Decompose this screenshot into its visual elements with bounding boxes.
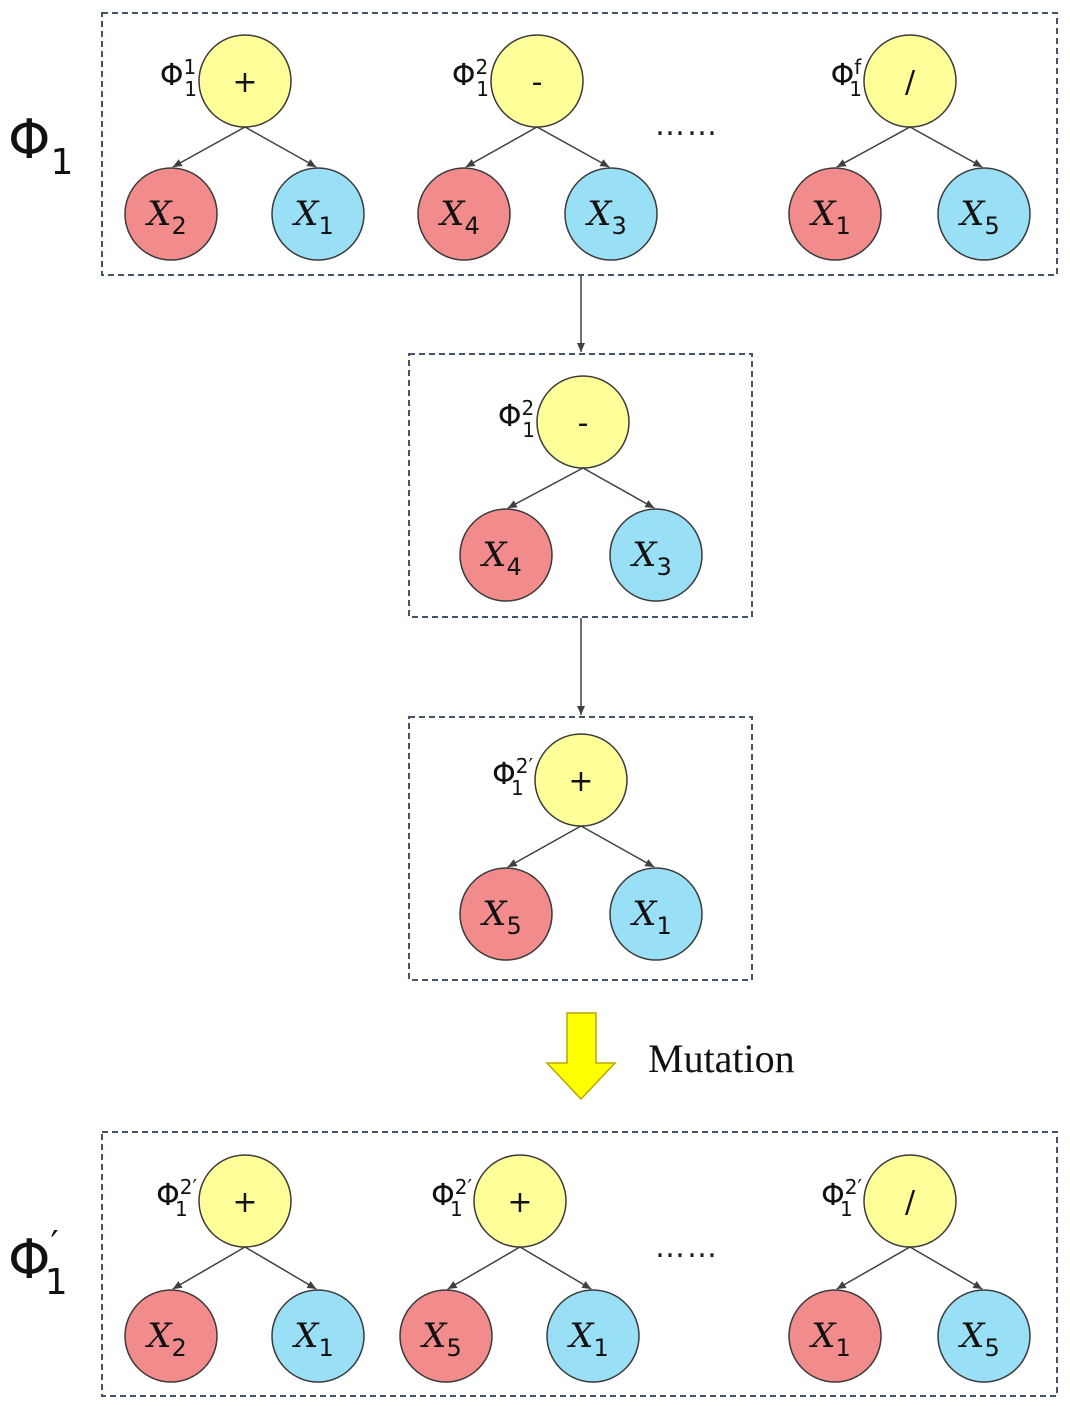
left-leaf-label-top-2: X4	[437, 194, 480, 240]
left-leaf-label-top-1: X2	[144, 194, 187, 240]
edge-left-top-1	[172, 126, 246, 168]
right-leaf-node-top-3	[937, 167, 1031, 261]
population-box-top	[101, 12, 1058, 276]
population-box-bottom	[101, 1131, 1058, 1397]
right-leaf-node-bottom-1	[271, 1289, 365, 1383]
right-leaf-label-selected: X3	[629, 535, 672, 581]
right-leaf-node-bottom-3	[937, 1289, 1031, 1383]
operator-symbol-top-2: -	[532, 65, 543, 100]
selected-tree-box	[408, 353, 753, 618]
right-leaf-node-top-1	[271, 167, 365, 261]
left-leaf-label-bottom-2: X5	[419, 1316, 462, 1362]
right-leaf-node-mutated	[609, 867, 703, 961]
mutated-tree-box	[408, 716, 753, 981]
edge-left-bottom-3	[836, 1246, 911, 1290]
left-leaf-node-selected	[459, 508, 553, 602]
left-leaf-label-bottom-1: X2	[144, 1316, 187, 1362]
edge-left-mutated	[507, 825, 582, 868]
edge-left-selected	[507, 467, 584, 509]
population-label-phi1: Φ1	[8, 108, 73, 183]
operator-node-top-1	[198, 34, 292, 128]
right-leaf-label-bottom-2: X1	[566, 1316, 609, 1362]
right-leaf-node-top-2	[564, 167, 658, 261]
operator-symbol-top-3: /	[905, 65, 916, 100]
mutation-arrow-icon	[545, 1012, 617, 1101]
right-leaf-node-bottom-2	[546, 1289, 640, 1383]
tree-mutated: + X5 X1 Φ2′1	[459, 733, 703, 961]
left-leaf-node-top-3	[788, 167, 882, 261]
operator-symbol-top-1: +	[232, 65, 257, 100]
operator-symbol-bottom-2: +	[507, 1185, 532, 1220]
operator-node-bottom-3	[863, 1154, 957, 1248]
right-leaf-node-selected	[609, 508, 703, 602]
population-label-phi1-prime: Φ′1	[8, 1224, 68, 1303]
edge-right-bottom-2	[519, 1246, 592, 1290]
right-leaf-label-mutated: X1	[629, 894, 672, 940]
operator-node-mutated	[534, 733, 628, 827]
left-leaf-node-top-2	[417, 167, 511, 261]
operator-node-bottom-1	[198, 1154, 292, 1248]
right-leaf-label-top-3: X5	[957, 194, 1000, 240]
function-label-bottom-3: Φ2′1	[821, 1175, 862, 1221]
function-label-bottom-2: Φ2′1	[431, 1175, 472, 1221]
left-leaf-label-selected: X4	[479, 535, 522, 581]
operator-node-bottom-2	[473, 1154, 567, 1248]
mutation-label: Mutation	[648, 1036, 795, 1081]
edge-left-bottom-1	[172, 1246, 246, 1290]
left-leaf-node-bottom-3	[788, 1289, 882, 1383]
tree-bottom-1: + X2 X1 Φ2′1	[124, 1154, 365, 1383]
ellipsis-top: ……	[655, 108, 719, 143]
edge-right-top-2	[536, 126, 610, 168]
left-leaf-node-bottom-1	[124, 1289, 218, 1383]
edge-left-top-2	[465, 126, 538, 168]
edge-right-top-3	[909, 126, 983, 168]
left-leaf-node-bottom-2	[399, 1289, 493, 1383]
left-leaf-label-bottom-3: X1	[808, 1316, 851, 1362]
right-leaf-label-top-2: X3	[584, 194, 627, 240]
left-leaf-node-top-1	[124, 167, 218, 261]
right-leaf-label-bottom-1: X1	[291, 1316, 334, 1362]
left-leaf-label-top-3: X1	[808, 194, 851, 240]
function-label-bottom-1: Φ2′1	[156, 1175, 197, 1221]
left-leaf-label-mutated: X5	[479, 894, 522, 940]
function-label-mutated: Φ2′1	[492, 754, 533, 800]
tree-bottom-3: / X1 X5 Φ2′1	[788, 1154, 1031, 1383]
ellipsis-bottom: ……	[655, 1230, 719, 1265]
edge-right-bottom-1	[244, 1246, 317, 1290]
left-leaf-node-mutated	[459, 867, 553, 961]
operator-node-top-3	[863, 34, 957, 128]
operator-symbol-bottom-3: /	[905, 1185, 916, 1220]
edge-right-bottom-3	[909, 1246, 983, 1290]
right-leaf-label-bottom-3: X5	[957, 1316, 1000, 1362]
tree-bottom-2: + X5 X1 Φ2′1	[399, 1154, 640, 1383]
operator-symbol-selected: -	[578, 406, 589, 441]
edge-left-top-3	[836, 126, 911, 168]
operator-symbol-mutated: +	[568, 764, 593, 799]
operator-symbol-bottom-1: +	[232, 1185, 257, 1220]
right-leaf-label-top-1: X1	[291, 194, 334, 240]
operator-node-selected	[536, 375, 630, 469]
edge-right-selected	[582, 467, 655, 509]
edge-left-bottom-2	[447, 1246, 521, 1290]
edge-right-mutated	[580, 825, 655, 868]
operator-node-top-2	[490, 34, 584, 128]
edge-right-top-1	[244, 126, 317, 168]
